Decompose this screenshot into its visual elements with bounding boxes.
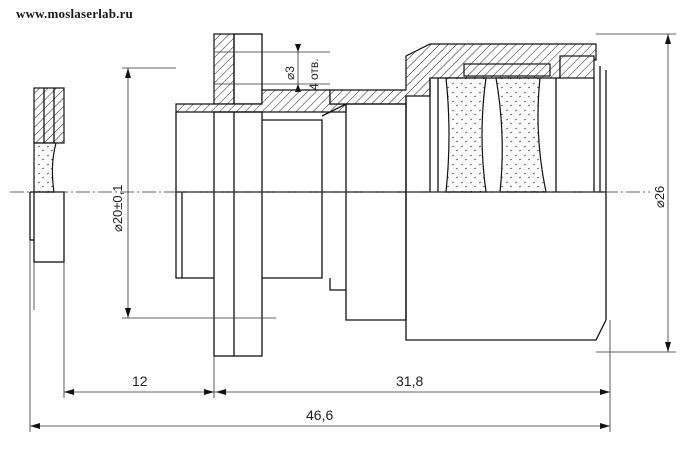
dim-length-body: 31,8 (396, 373, 423, 389)
tube-section-top (175, 89, 347, 113)
dim-outer-diameter: ⌀26 (652, 186, 667, 208)
flange-body (213, 111, 263, 357)
main-view (10, 33, 650, 357)
lens-ring (463, 63, 551, 77)
side-view (29, 87, 65, 310)
dim-length-total: 46,6 (306, 407, 333, 423)
retainer-ring (559, 55, 595, 79)
dim-hole-count: 4 отв. (307, 58, 321, 90)
lens-1 (445, 77, 487, 193)
website-watermark[interactable]: www.moslaserlab.ru (16, 6, 133, 21)
lens-2 (495, 77, 547, 193)
side-flange-section (33, 87, 65, 144)
dim-hole-diameter: ⌀3 (283, 66, 297, 80)
side-lens (33, 142, 57, 193)
dim-length-flange: 12 (132, 373, 148, 389)
flange-section-top (213, 33, 235, 105)
dim-bore-diameter: ⌀20±0,1 (110, 185, 125, 233)
dimensions: ⌀3 4 отв. ⌀20±0,1 ⌀26 12 31,8 (29, 33, 676, 432)
